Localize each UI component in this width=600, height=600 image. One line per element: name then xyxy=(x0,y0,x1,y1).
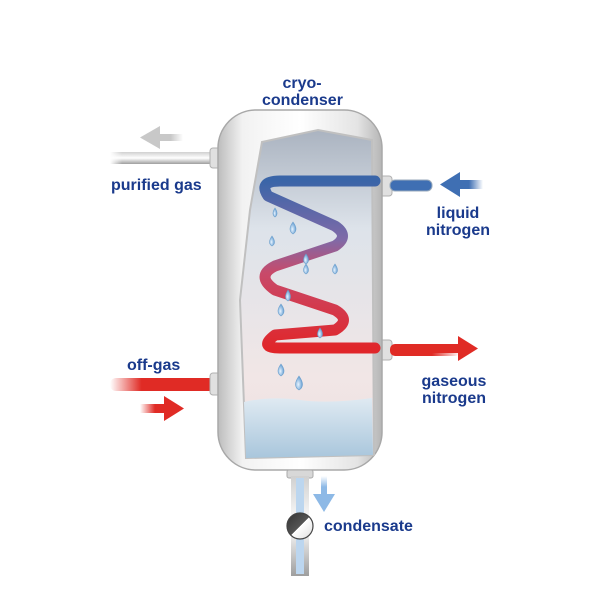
liquid-nitrogen-pipe xyxy=(377,175,433,197)
off-gas-pipe xyxy=(110,372,225,396)
condensate-arrow-icon xyxy=(313,476,335,512)
gaseous-nitrogen-label-line2: nitrogen xyxy=(422,390,486,407)
liquid-nitrogen-arrow-icon xyxy=(440,172,483,197)
condensate-droplets xyxy=(269,207,338,391)
gaseous-nitrogen-label: gaseous nitrogen xyxy=(414,373,494,407)
condensate-label: condensate xyxy=(324,518,413,535)
purified-gas-pipe xyxy=(110,147,225,169)
condensate-liquid-pool xyxy=(244,398,373,458)
liquid-nitrogen-label-line2: nitrogen xyxy=(426,222,490,239)
heat-exchanger-coil xyxy=(259,175,381,354)
liquid-nitrogen-label-line1: liquid xyxy=(436,205,480,222)
vessel-label-line1: cryo- xyxy=(282,75,322,92)
vessel-label: cryo- condenser xyxy=(262,75,343,109)
vessel-label-line2: condenser xyxy=(262,92,343,109)
off-gas-arrow-icon xyxy=(140,396,184,421)
valve-icon xyxy=(286,512,314,540)
purified-gas-arrow-icon xyxy=(140,126,183,149)
gaseous-nitrogen-arrow-icon xyxy=(430,336,478,361)
off-gas-label: off-gas xyxy=(127,357,181,374)
gaseous-nitrogen-label-line1: gaseous xyxy=(421,373,487,390)
purified-gas-label: purified gas xyxy=(111,177,202,194)
liquid-nitrogen-label: liquid nitrogen xyxy=(418,205,498,239)
